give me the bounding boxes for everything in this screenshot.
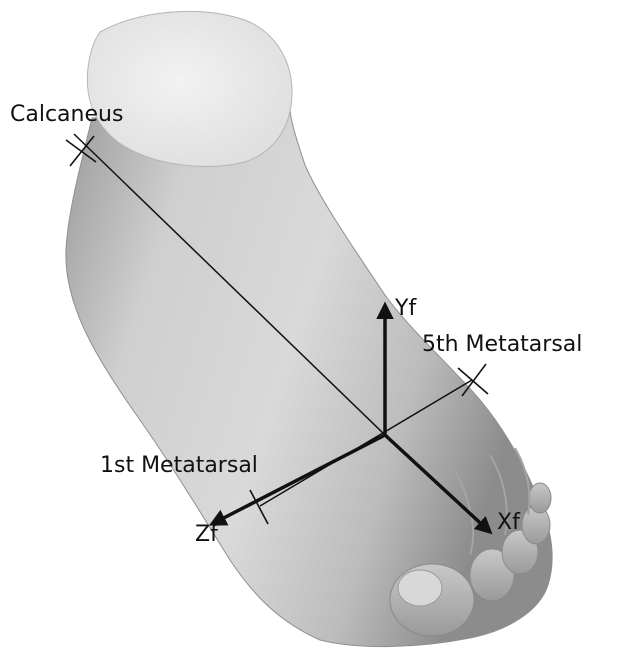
fifth-toe bbox=[529, 483, 551, 513]
calcaneus-label: Calcaneus bbox=[10, 104, 123, 126]
xf-axis-label: Xf bbox=[497, 512, 520, 534]
zf-axis-label: Zf bbox=[195, 524, 218, 546]
fifth-metatarsal-label: 5th Metatarsal bbox=[422, 334, 582, 356]
big-toe-nail bbox=[398, 570, 442, 606]
foot-illustration bbox=[66, 11, 552, 646]
yf-axis-label: Yf bbox=[395, 298, 416, 320]
first-metatarsal-label: 1st Metatarsal bbox=[100, 455, 258, 477]
